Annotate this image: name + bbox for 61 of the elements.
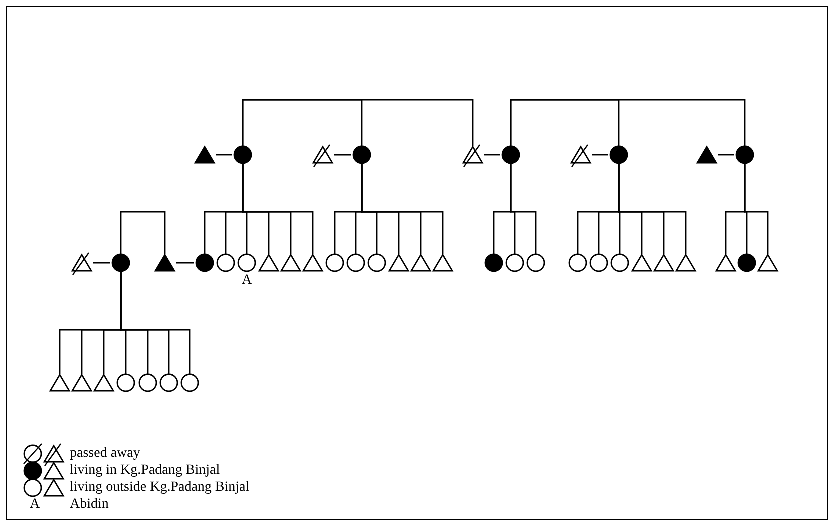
circle-symbol bbox=[609, 146, 629, 164]
legend-text: Abidin bbox=[70, 497, 109, 513]
marriage-sign bbox=[93, 262, 110, 264]
triangle-symbol bbox=[654, 254, 674, 272]
triangle-symbol bbox=[389, 254, 409, 272]
circle-symbol bbox=[589, 254, 609, 272]
circle-symbol bbox=[610, 254, 630, 272]
marriage-sign bbox=[592, 154, 608, 156]
circle-symbol bbox=[737, 254, 757, 272]
descent-line bbox=[242, 164, 314, 254]
descent-line bbox=[120, 272, 191, 374]
circle-symbol bbox=[180, 374, 200, 392]
circle-symbol bbox=[501, 146, 521, 164]
circle-symbol bbox=[233, 146, 253, 164]
sibling-line bbox=[242, 99, 474, 146]
marriage-sign bbox=[718, 154, 734, 156]
sibling-line bbox=[120, 211, 166, 254]
triangle-symbol bbox=[433, 254, 453, 272]
circle-symbol bbox=[484, 254, 504, 272]
circle-symbol bbox=[325, 254, 345, 272]
descent-line bbox=[618, 164, 687, 254]
triangle-symbol bbox=[697, 146, 717, 164]
circle-symbol bbox=[568, 254, 588, 272]
triangle-symbol bbox=[632, 254, 652, 272]
triangle-symbol bbox=[716, 254, 736, 272]
circle-symbol bbox=[526, 254, 546, 272]
legend-text: passed away bbox=[70, 446, 140, 462]
circle-symbol bbox=[111, 254, 131, 272]
marriage-sign bbox=[216, 154, 232, 156]
marriage-sign bbox=[334, 154, 351, 156]
person-initial: A bbox=[240, 274, 254, 288]
legend-text: living in Kg.Padang Binjal bbox=[70, 463, 220, 479]
triangle-symbol bbox=[50, 374, 70, 392]
triangle-symbol bbox=[676, 254, 696, 272]
triangle-symbol bbox=[259, 254, 279, 272]
circle-symbol bbox=[346, 254, 366, 272]
circle-symbol bbox=[505, 254, 525, 272]
descent-line bbox=[744, 164, 769, 254]
descent-line bbox=[361, 164, 444, 254]
triangle-symbol bbox=[411, 254, 431, 272]
triangle-symbol bbox=[155, 254, 175, 272]
circle-symbol bbox=[216, 254, 236, 272]
circle-symbol bbox=[159, 374, 179, 392]
marriage-sign bbox=[176, 262, 194, 264]
circle-symbol bbox=[367, 254, 387, 272]
triangle-symbol bbox=[195, 146, 215, 164]
marriage-sign bbox=[484, 154, 500, 156]
circle-symbol bbox=[116, 374, 136, 392]
circle-symbol bbox=[735, 146, 755, 164]
sibling-line bbox=[510, 99, 746, 146]
circle-symbol bbox=[352, 146, 372, 164]
circle-symbol bbox=[195, 254, 215, 272]
triangle-symbol bbox=[94, 374, 114, 392]
circle-symbol bbox=[138, 374, 158, 392]
legend-text: living outside Kg.Padang Binjal bbox=[70, 480, 250, 496]
triangle-symbol bbox=[758, 254, 778, 272]
triangle-symbol bbox=[72, 374, 92, 392]
triangle-symbol bbox=[303, 254, 323, 272]
legend-key: A bbox=[30, 497, 40, 513]
descent-line bbox=[510, 164, 537, 254]
triangle-symbol bbox=[281, 254, 301, 272]
